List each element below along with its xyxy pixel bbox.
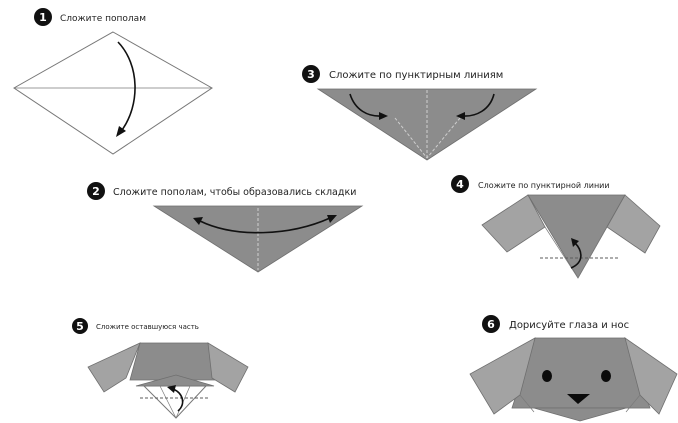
step-2: 2 Сложите пополам, чтобы образовались ск… bbox=[87, 182, 362, 272]
step-6-caption: Дорисуйте глаза и нос bbox=[509, 320, 629, 331]
step-2-number: 2 bbox=[92, 185, 100, 198]
step-3-triangle-paper bbox=[318, 89, 536, 160]
step-1: 1 Сложите пополам bbox=[14, 8, 212, 154]
step-6-number: 6 bbox=[487, 318, 495, 331]
step-4: 4 Сложите по пунктирной линии bbox=[451, 175, 660, 278]
step-6-dog-face bbox=[470, 338, 677, 421]
step-1-number: 1 bbox=[39, 11, 47, 24]
step-1-caption: Сложите пополам bbox=[60, 14, 146, 24]
step-5-number: 5 bbox=[76, 320, 84, 333]
right-eye bbox=[601, 370, 611, 382]
step-3-number: 3 bbox=[307, 68, 315, 81]
step-5-dog-head bbox=[88, 343, 248, 418]
step-3-caption: Сложите по пунктирным линиям bbox=[329, 70, 503, 81]
step-4-caption: Сложите по пунктирной линии bbox=[478, 181, 610, 190]
step-6: 6 Дорисуйте глаза и нос bbox=[470, 315, 677, 421]
step-5-caption: Сложите оставшуюся часть bbox=[96, 323, 199, 331]
step-5: 5 Сложите оставшуюся часть bbox=[72, 318, 248, 418]
step-2-badge: 2 bbox=[87, 182, 105, 200]
step-6-badge: 6 bbox=[482, 315, 500, 333]
step-3: 3 Сложите по пунктирным линиям bbox=[302, 65, 536, 160]
step-4-badge: 4 bbox=[451, 175, 469, 193]
step-2-caption: Сложите пополам, чтобы образовались скла… bbox=[113, 187, 356, 198]
step-5-badge: 5 bbox=[72, 318, 88, 334]
step-4-dog-head bbox=[482, 195, 660, 278]
step-4-number: 4 bbox=[456, 178, 464, 191]
step-3-badge: 3 bbox=[302, 65, 320, 83]
step-1-badge: 1 bbox=[34, 8, 52, 26]
step-1-square-paper bbox=[14, 32, 212, 154]
left-eye bbox=[542, 370, 552, 382]
